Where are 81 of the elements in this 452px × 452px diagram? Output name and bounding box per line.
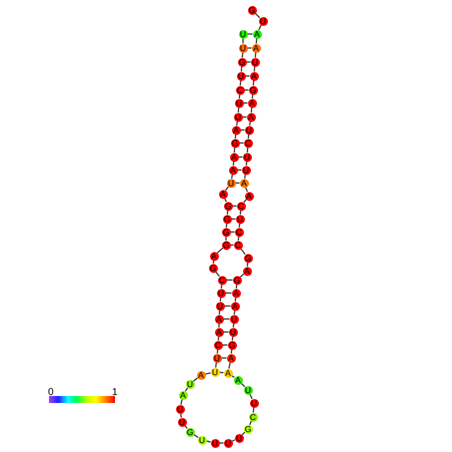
nucleotide-circle: U [224, 438, 232, 448]
nucleotide-circle: G [248, 6, 256, 14]
backbone-line [225, 186, 229, 191]
nucleotide-circle: G [238, 58, 246, 66]
nucleotide-circle: A [246, 112, 256, 122]
nucleotide-circle: U [178, 418, 186, 426]
scale-label: 0 [48, 388, 54, 398]
nucleotide-circle: A [232, 288, 240, 298]
nucleotide-circle: C [236, 86, 244, 94]
nucleotide-circle: A [218, 190, 228, 198]
nucleotide-circle: U [210, 438, 220, 448]
nucleotide-circle: G [244, 254, 252, 262]
nucleotide-circle: U [226, 178, 236, 188]
nucleotide-circle: A [230, 152, 238, 162]
nucleotide-circle: A [224, 368, 232, 378]
nucleotide-circle: G [222, 214, 232, 224]
nucleotide-circle: G [230, 138, 240, 148]
nucleotide-circle: U [198, 436, 206, 444]
nucleotide-circle: U [234, 434, 244, 442]
nucleotide-circle: U [242, 152, 252, 162]
nucleotide-circle: A [214, 314, 224, 324]
nucleotide-circle: U [186, 380, 194, 388]
nucleotide-circle: C [244, 138, 252, 148]
nucleotide-circle: A [248, 98, 256, 108]
nucleotide-circle: G [244, 424, 252, 434]
nucleotide-circle: U [216, 288, 226, 298]
nucleotide-circle: G [222, 228, 230, 236]
nucleotide-circle: G [222, 240, 230, 250]
nucleotide-circle: U [250, 398, 258, 408]
nucleotide-circle: A [178, 390, 188, 400]
nucleotide-circle: A [252, 30, 262, 38]
nucleotide-circle: G [224, 202, 232, 210]
backbone-line [243, 199, 247, 203]
backbone-line [258, 24, 262, 30]
nucleotide-circle: A [214, 328, 224, 336]
nucleotide-circle: U [234, 98, 244, 108]
nucleotide-circle: U [238, 30, 248, 38]
nucleotide-circle: G [208, 264, 218, 272]
nucleotide-circle: U [258, 16, 268, 26]
nucleotide-circle: C [248, 412, 258, 422]
nucleotide-circle: U [236, 72, 246, 80]
nucleotide-circle: C [234, 228, 244, 236]
nucleotide-circle: A [196, 370, 206, 380]
nucleotide-circle: A [252, 44, 260, 52]
nucleotide-circle: U [216, 302, 224, 310]
nucleotide-circle: G [248, 86, 258, 94]
nucleotide-circle: A [226, 354, 236, 362]
nucleotide-circle: C [214, 340, 222, 350]
nucleotide-circle: A [228, 166, 238, 174]
nucleotide-circle: U [228, 328, 238, 336]
nucleotide-circle: U [244, 126, 254, 134]
nucleotide-circle: G [228, 340, 236, 350]
scale-label: 1 [112, 388, 118, 398]
nucleotide-circle: C [218, 276, 226, 284]
nucleotide-circle: U [210, 368, 220, 376]
nucleotide-circle: A [230, 302, 240, 310]
nucleotide-circle: A [210, 252, 218, 260]
nucleotide-circle: A [250, 72, 258, 80]
nucleotide-circle: A [244, 192, 254, 200]
nucleotide-circle: U [212, 354, 222, 362]
backbone-line [232, 439, 236, 442]
nucleotide-circle: U [250, 58, 260, 66]
backbone-line [228, 362, 231, 369]
backbone-line [216, 248, 224, 254]
nucleotide-circle: G [232, 276, 242, 284]
nucleotide-circle: U [176, 404, 184, 414]
nucleotide-circle: A [234, 376, 242, 384]
nucleotide-circle: U [230, 314, 238, 324]
nucleotide-circle: U [234, 112, 242, 122]
nucleotide-circle: A [232, 126, 240, 134]
nucleotide-circle: U [236, 214, 244, 224]
nucleotide-circle: A [240, 178, 248, 188]
nucleotide-circle: C [236, 202, 246, 210]
nucleotide-circle: G [186, 428, 194, 436]
nucleotide-circle: A [242, 266, 252, 276]
backbone-line [193, 377, 198, 382]
nucleotide-circle: U [238, 44, 248, 52]
nucleotide-circle: U [242, 166, 250, 174]
nucleotide-circle: U [244, 386, 252, 394]
nucleotide-circle: C [234, 240, 242, 250]
backbone-line [215, 362, 217, 368]
